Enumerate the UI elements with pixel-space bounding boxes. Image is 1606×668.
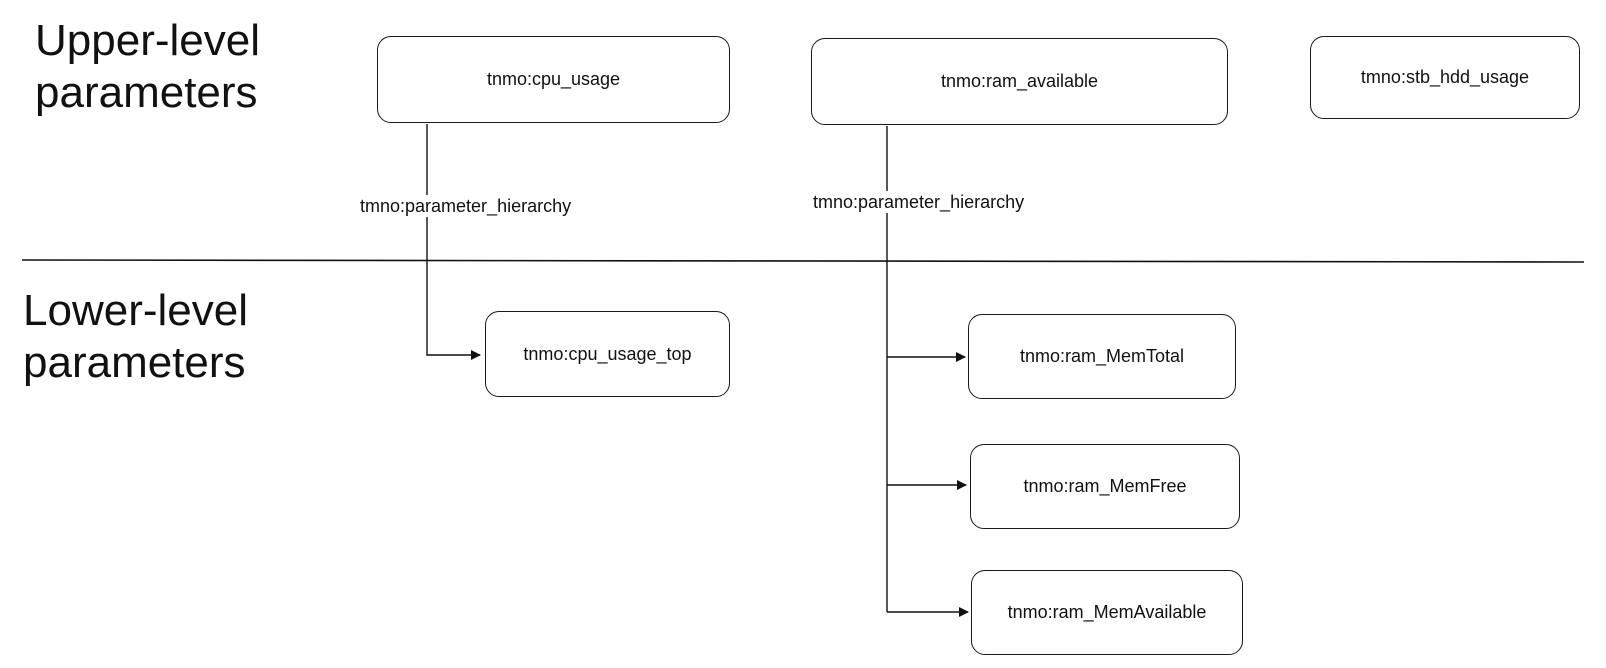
node-cpu-usage-top: tnmo:cpu_usage_top	[485, 311, 730, 397]
edge-cpu-usage-to-cpu-usage-top	[426, 124, 481, 360]
node-ram-available: tnmo:ram_available	[811, 38, 1228, 125]
node-ram-memfree: tnmo:ram_MemFree	[970, 444, 1240, 529]
node-ram-memtotal: tnmo:ram_MemTotal	[968, 314, 1236, 399]
node-ram-memavailable: tnmo:ram_MemAvailable	[971, 570, 1243, 655]
node-cpu-usage: tnmo:cpu_usage	[377, 36, 730, 123]
lower-heading-line-2: parameters	[23, 338, 246, 387]
upper-level-heading: Upper-level parameters	[35, 15, 260, 119]
lower-level-heading: Lower-level parameters	[23, 285, 248, 389]
level-divider-line	[21, 259, 1585, 263]
edge-label-ram-hierarchy: tmno:parameter_hierarchy	[811, 191, 1027, 213]
node-stb-hdd-usage: tmno:stb_hdd_usage	[1310, 36, 1580, 119]
lower-heading-line-1: Lower-level	[23, 286, 248, 335]
upper-heading-line-1: Upper-level	[35, 16, 260, 65]
edge-label-cpu-hierarchy: tmno:parameter_hierarchy	[358, 195, 574, 217]
upper-heading-line-2: parameters	[35, 68, 258, 117]
